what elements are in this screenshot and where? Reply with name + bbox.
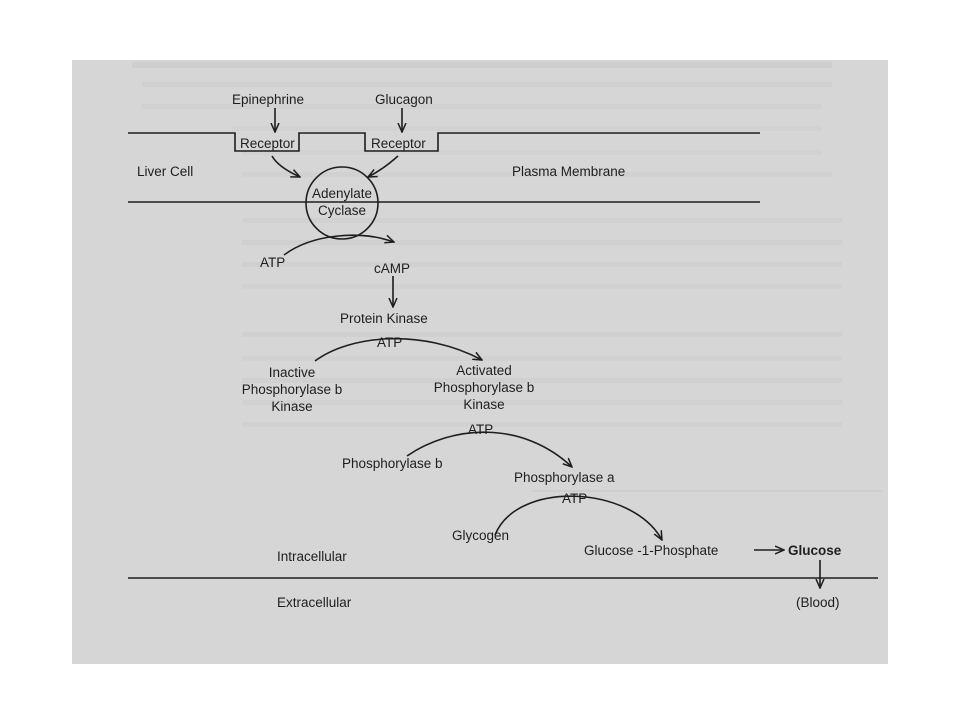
intracellular-label: Intracellular	[277, 549, 347, 564]
atp-label-1: ATP	[260, 255, 285, 270]
activated-kinase-line2: Phosphorylase b	[434, 380, 535, 395]
activated-kinase-line3: Kinase	[463, 397, 504, 412]
phosphorylase-b-label: Phosphorylase b	[342, 456, 443, 471]
plasma-membrane-upper-line	[128, 132, 760, 152]
inactive-kinase-line2: Phosphorylase b	[242, 382, 343, 397]
protein-kinase-label: Protein Kinase	[340, 311, 428, 326]
bleed-through-texture	[132, 62, 882, 492]
scanned-figure: Epinephrine Glucagon Receptor Receptor L…	[72, 60, 888, 664]
receptor-right-to-cyclase-arrow	[368, 155, 399, 177]
adenylate-cyclase-label-line2: Cyclase	[318, 203, 366, 218]
atp-label-4: ATP	[562, 491, 587, 506]
kinase-activation-arrow	[314, 337, 482, 362]
plasma-membrane-label: Plasma Membrane	[512, 164, 625, 179]
receptor-right-label: Receptor	[371, 136, 426, 151]
glycogen-label: Glycogen	[452, 528, 509, 543]
liver-cell-label: Liver Cell	[137, 164, 193, 179]
glycogen-breakdown-arrow	[494, 495, 662, 540]
inactive-kinase-line1: Inactive	[269, 365, 316, 380]
camp-label: cAMP	[374, 261, 410, 276]
receptor-left-to-cyclase-arrow	[271, 155, 300, 177]
atp-to-camp-arrow	[283, 234, 394, 256]
receptor-left-label: Receptor	[240, 136, 295, 151]
atp-label-3: ATP	[468, 422, 493, 437]
inactive-kinase-line3: Kinase	[271, 399, 312, 414]
epinephrine-label: Epinephrine	[232, 92, 304, 107]
glucagon-label: Glucagon	[375, 92, 433, 107]
phosphorylase-a-label: Phosphorylase a	[514, 470, 615, 485]
atp-label-2: ATP	[377, 335, 402, 350]
activated-kinase-line1: Activated	[456, 363, 512, 378]
extracellular-label: Extracellular	[277, 595, 352, 610]
glycogenolysis-diagram: Epinephrine Glucagon Receptor Receptor L…	[128, 62, 882, 610]
glucose-1-phosphate-label: Glucose -1-Phosphate	[584, 543, 718, 558]
adenylate-cyclase-circle	[305, 166, 379, 240]
blood-label: (Blood)	[796, 595, 840, 610]
glucose-label: Glucose	[788, 543, 842, 558]
phosphorylase-activation-arrow	[406, 431, 572, 467]
adenylate-cyclase-label-line1: Adenylate	[312, 186, 372, 201]
